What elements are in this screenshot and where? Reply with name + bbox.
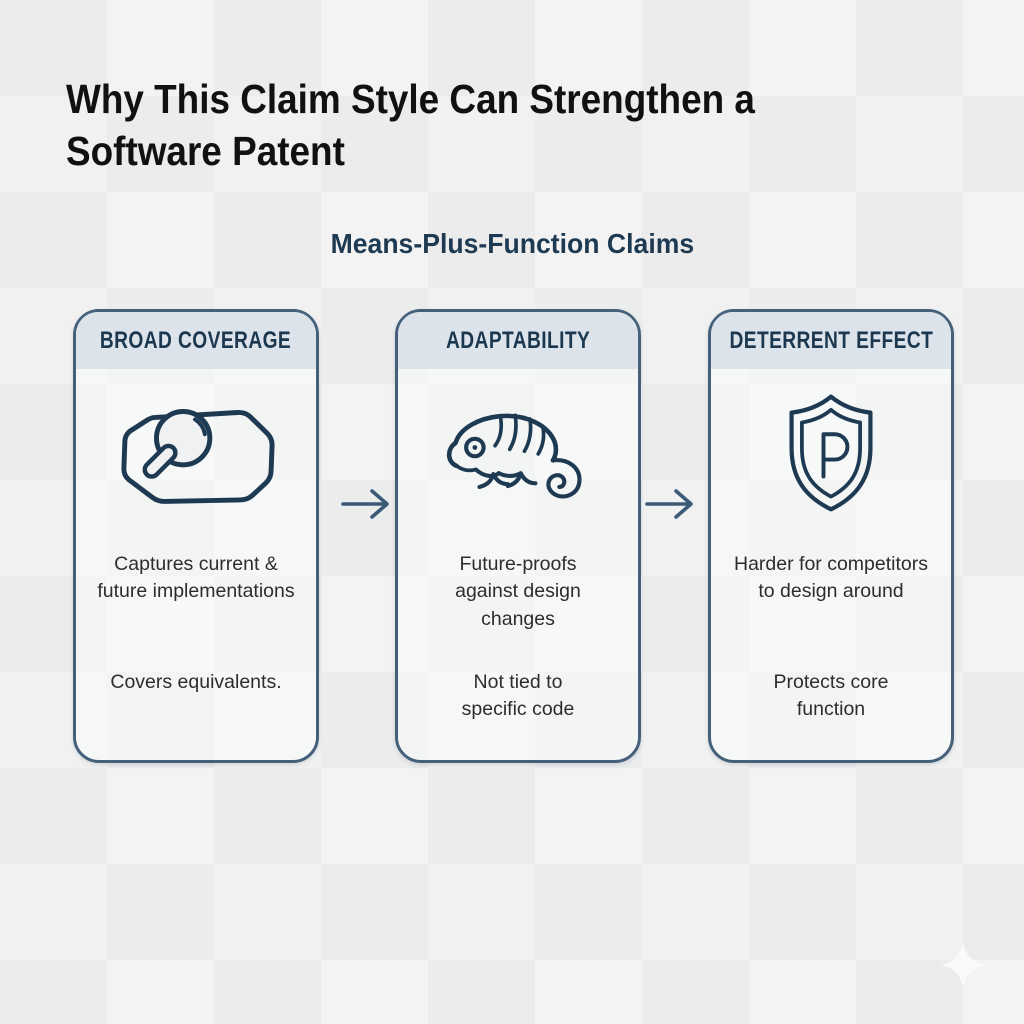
card-point: Future-proofs against design changes [455, 553, 581, 630]
card-header-label: DETERRENT EFFECT [729, 326, 933, 354]
card-point: Not tied to specific code [461, 671, 575, 721]
card-header-label: ADAPTABILITY [445, 326, 591, 354]
card-point: Protects core function [773, 671, 889, 721]
page-subtitle: Means-Plus-Function Claims [330, 228, 694, 259]
card-adaptability: ADAPTABILITY [395, 309, 641, 763]
magnifier-document-icon [76, 383, 316, 523]
card-header-label: BROAD COVERAGE [100, 326, 292, 354]
card-deterrent-effect: DETERRENT EFFECT Harder for competitors … [708, 309, 954, 763]
card-header-band: DETERRENT EFFECT [711, 312, 951, 369]
right-arrow-icon [340, 486, 396, 527]
card-point: Harder for competitors to design around [734, 553, 928, 603]
chameleon-icon [398, 383, 638, 523]
right-arrow-icon [644, 486, 700, 527]
shield-p-icon [711, 383, 951, 523]
card-header-band: BROAD COVERAGE [76, 312, 316, 369]
card-point: Captures current & future implementation… [97, 553, 295, 603]
sparkle-icon [938, 940, 988, 995]
card-point: Covers equivalents. [110, 671, 282, 693]
page-title: Why This Claim Style Can Strengthen a So… [66, 76, 755, 174]
subtitle-wrap: Means-Plus-Function Claims [0, 228, 1024, 260]
card-header-band: ADAPTABILITY [398, 312, 638, 369]
card-broad-coverage: BROAD COVERAGE Captures current & future… [73, 309, 319, 763]
